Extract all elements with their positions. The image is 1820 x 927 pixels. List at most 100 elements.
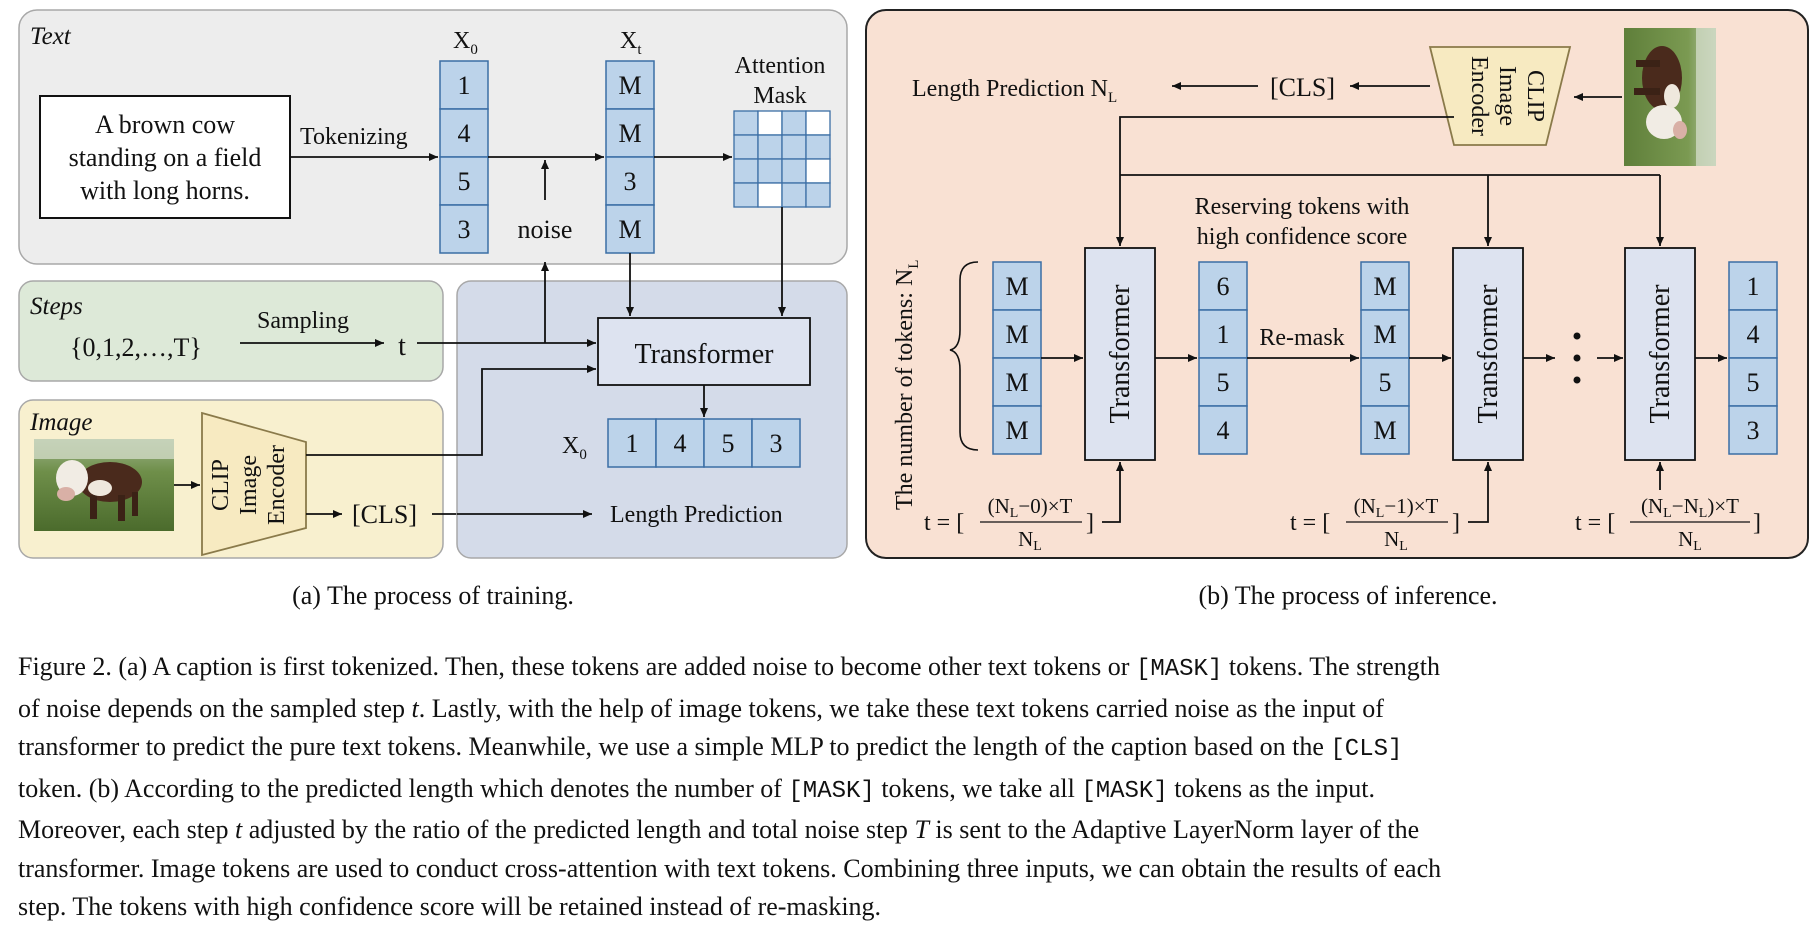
caption-text: adjusted by the ratio of the predicted l…: [242, 815, 915, 844]
svg-text:]: ]: [1753, 510, 1761, 536]
t-formula-2: t = [ (NL−1)×T NL ]: [1290, 494, 1460, 554]
token-value: 5: [1217, 368, 1230, 397]
token-cell: [605, 108, 655, 158]
encoder-feature-line: [1116, 116, 1454, 246]
t1-to-transformer1: [1102, 462, 1124, 523]
token-cell: [439, 204, 489, 254]
output-token-row: 1 4 5 3: [607, 418, 801, 468]
token-value: 5: [722, 429, 735, 458]
length-prediction-label-b: Length Prediction NL: [912, 76, 1117, 106]
svg-text:NL: NL: [1018, 527, 1042, 554]
transformer-b2-label: Transformer: [1473, 284, 1504, 424]
transformer-a: [597, 317, 811, 386]
mask-token-text: [MASK]: [1135, 656, 1223, 683]
token-value: M: [1005, 416, 1028, 445]
token-cell: [992, 309, 1042, 359]
clip-encoder-b-text-1: CLIP: [1522, 70, 1548, 122]
caption-line: transformer to predict the pure text tok…: [18, 728, 1808, 770]
t-formula-1: t = [ (NL−0)×T NL ]: [924, 494, 1094, 554]
token-cell: [1728, 357, 1778, 407]
token-cell: [605, 60, 655, 110]
token-value: 4: [458, 119, 471, 148]
caption-text: tokens. The strength: [1222, 652, 1440, 681]
caption-text: of noise depends on the sampled step: [18, 693, 412, 723]
token-cell: [1198, 261, 1248, 311]
subcaption-a: (a) The process of training.: [292, 581, 574, 610]
caption-text: tokens, we take all: [874, 773, 1082, 803]
svg-text:(NL−NL)×T: (NL−NL)×T: [1641, 494, 1739, 521]
t-formula-3: t = [ (NL−NL)×T NL ]: [1575, 494, 1761, 554]
token-cell: [1728, 309, 1778, 359]
transformer-b1-label: Transformer: [1105, 284, 1136, 424]
x0-token-column: 1 4 5 3: [439, 60, 489, 254]
caption-text: tokens as the input.: [1167, 773, 1375, 803]
transformer-b3: [1624, 247, 1696, 461]
t2-to-transformer2: [1468, 462, 1492, 523]
step2-input-column: M M 5 M: [1360, 261, 1410, 455]
caption-line-1: A brown cow: [95, 110, 235, 139]
token-value: 4: [1747, 320, 1760, 349]
token-value: M: [1005, 272, 1028, 301]
token-value: M: [1005, 320, 1028, 349]
caption-line-3: with long horns.: [80, 176, 250, 205]
token-cell: [1198, 405, 1248, 455]
caption-text: is sent to the Adaptive LayerNorm layer …: [928, 815, 1420, 844]
caption-input-box: [39, 95, 291, 219]
attention-mask-grid: [733, 110, 831, 208]
token-cell: [992, 357, 1042, 407]
text-section-title: Text: [30, 23, 72, 50]
architecture-figure: Text A brown cow standing on a field wit…: [18, 9, 1809, 610]
ellipsis-dots: [1573, 332, 1581, 384]
token-value: M: [618, 215, 641, 244]
caption-line: step. The tokens with high confidence sc…: [18, 888, 1808, 927]
x0-label: X0: [453, 28, 478, 58]
token-value: M: [1373, 320, 1396, 349]
panel-b: CLIP Image Encoder [CLS] Length Predicti…: [865, 9, 1809, 610]
svg-text:t = [: t = [: [924, 510, 964, 536]
caption-line-2: standing on a field: [69, 143, 262, 172]
math-t: t: [411, 693, 419, 723]
input-mask-column: M M M M: [992, 261, 1042, 455]
token-value: M: [1005, 368, 1028, 397]
math-T: T: [914, 815, 929, 844]
svg-text:t = [: t = [: [1575, 510, 1615, 536]
math-t: t: [234, 815, 243, 844]
caption-text: token. (b) According to the predicted le…: [18, 773, 789, 803]
remask-label: Re-mask: [1259, 325, 1344, 351]
output-x0-label: X0: [562, 433, 587, 463]
caption-line: token. (b) According to the predicted le…: [18, 770, 1808, 812]
reserving-label-2: high confidence score: [1197, 224, 1408, 250]
caption-text: Figure 2. (a) A caption is first tokeniz…: [18, 652, 1136, 681]
subcaption-b: (b) The process of inference.: [1198, 581, 1497, 610]
token-cell: [1360, 405, 1410, 455]
transformer-a-label: Transformer: [635, 339, 775, 370]
token-value: 1: [1217, 320, 1230, 349]
clip-encoder-a-text-1: CLIP: [208, 459, 234, 511]
num-tokens-label: The number of tokens: NL: [892, 260, 922, 510]
token-value: 1: [626, 429, 639, 458]
token-value: 1: [458, 71, 471, 100]
token-value: M: [1373, 416, 1396, 445]
token-cell: [1198, 309, 1248, 359]
t-label: t: [398, 331, 406, 362]
token-value: 4: [1217, 416, 1230, 445]
token-cell: [751, 418, 801, 468]
xt-token-column: M M 3 M: [605, 60, 655, 254]
clip-encoder-b-text-3: Encoder: [1466, 56, 1492, 136]
clip-encoder-a-text-2: Image: [236, 455, 262, 515]
figure-caption: Figure 2. (a) A caption is first tokeniz…: [18, 648, 1808, 927]
final-output-column: 1 4 5 3: [1728, 261, 1778, 455]
clip-encoder-b-text-2: Image: [1494, 66, 1520, 126]
transformer-b2: [1452, 247, 1524, 461]
svg-text:]: ]: [1086, 510, 1094, 536]
token-cell: [1728, 261, 1778, 311]
token-cell: [605, 204, 655, 254]
token-cell: [439, 60, 489, 110]
cls-token-text: [CLS]: [1330, 736, 1403, 763]
cls-label-a: [CLS]: [352, 500, 417, 529]
token-value: 6: [1217, 272, 1230, 301]
caption-text: transformer to predict the pure text tok…: [18, 732, 1331, 761]
attention-mask-label-2: Mask: [753, 83, 806, 109]
svg-text:NL: NL: [1678, 527, 1702, 554]
caption-line: Moreover, each step t adjusted by the ra…: [18, 811, 1808, 850]
